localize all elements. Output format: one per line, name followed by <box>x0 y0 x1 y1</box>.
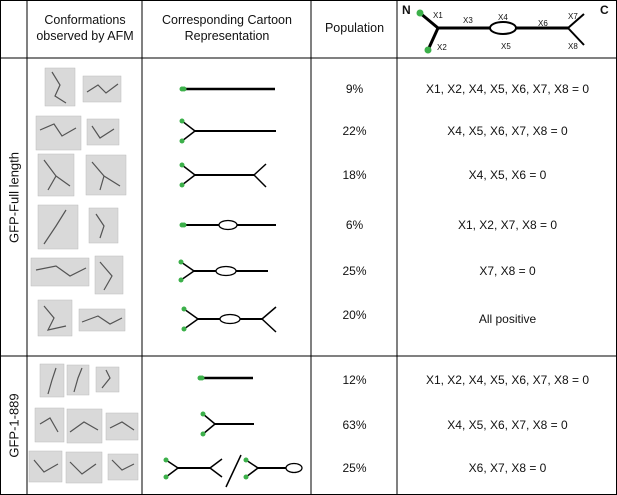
header-afm-line2: observed by AFM <box>36 29 134 43</box>
key-n-label: N <box>402 3 411 17</box>
afm-strand <box>43 209 67 245</box>
header-cartoon-line1: Corresponding Cartoon <box>162 13 292 27</box>
key-x2-label: X2 <box>437 43 447 52</box>
population-row-1: 9% <box>345 82 364 96</box>
population-row-2: 22% <box>342 124 367 138</box>
cartoon-row-3 <box>181 163 267 188</box>
afm-strand <box>91 125 115 139</box>
population-row-7: 12% <box>342 373 367 387</box>
afm-strand <box>47 367 57 395</box>
afm-strand <box>95 213 105 239</box>
afm-strand <box>39 417 59 433</box>
afm-image <box>107 453 139 481</box>
header-afm: Conformations observed by AFM <box>28 12 142 44</box>
cartoon-row-4 <box>182 219 276 231</box>
afm-strand <box>35 265 87 277</box>
afm-strand <box>43 159 71 191</box>
afm-image <box>78 308 126 332</box>
cartoon-row-9 <box>165 454 303 488</box>
header-cartoon: Corresponding Cartoon Representation <box>143 12 311 44</box>
key-x7 <box>567 13 585 29</box>
key-x2 <box>426 27 440 51</box>
afm-strand <box>99 261 113 291</box>
afm-strand <box>91 161 121 191</box>
afm-image <box>37 299 73 337</box>
population-row-9: 25% <box>342 461 367 475</box>
condition-row-5: X7, X8 = 0 <box>479 264 536 278</box>
condition-row-4: X1, X2, X7, X8 = 0 <box>457 218 558 232</box>
afm-image <box>95 366 120 393</box>
key-x3-label: X3 <box>463 16 473 25</box>
afm-image <box>85 154 127 196</box>
condition-row-1: X1, X2, X4, X5, X6, X7, X8 = 0 <box>425 82 590 96</box>
cartoon-row-5 <box>180 261 268 281</box>
population-row-3: 18% <box>342 168 367 182</box>
afm-strand <box>101 369 111 389</box>
population-row-8: 63% <box>342 418 367 432</box>
cartoon-row-2 <box>181 120 276 142</box>
cartoon-row-8 <box>202 413 254 435</box>
header-cartoon-line2: Representation <box>184 29 270 43</box>
afm-strand <box>81 315 123 325</box>
cartoon-row-6 <box>183 306 277 333</box>
key-x4-label: X4 <box>498 13 508 22</box>
afm-image <box>65 451 103 484</box>
header-population: Population <box>324 21 385 35</box>
afm-strand <box>33 459 59 473</box>
afm-image <box>66 408 103 444</box>
afm-strand <box>111 459 135 471</box>
key-x1 <box>419 11 439 30</box>
afm-image <box>35 115 82 151</box>
afm-image <box>105 412 139 441</box>
afm-strand <box>86 83 119 94</box>
condition-row-8: X4, X5, X6, X7, X8 = 0 <box>447 418 568 432</box>
afm-strand <box>51 71 67 104</box>
population-row-4: 6% <box>345 218 364 232</box>
header-afm-line1: Conformations <box>44 13 126 27</box>
key-x5-label: X5 <box>501 42 511 51</box>
afm-strand <box>39 123 77 137</box>
afm-strand <box>69 461 97 475</box>
afm-image <box>86 118 120 146</box>
terminus-dots <box>163 86 249 480</box>
condition-row-7: X1, X2, X4, X5, X6, X7, X8 = 0 <box>425 373 590 387</box>
condition-row-6: All positive <box>478 312 537 326</box>
key-x6-label: X6 <box>538 19 548 28</box>
condition-row-3: X4, X5, X6 = 0 <box>468 168 547 182</box>
key-n-dot <box>416 9 424 17</box>
population-row-5: 25% <box>342 264 367 278</box>
afm-image <box>34 407 65 443</box>
key-c-label: C <box>600 3 609 17</box>
afm-strand <box>109 421 135 431</box>
key-x1-label: X1 <box>433 11 443 20</box>
key-c-dot <box>424 46 432 54</box>
condition-row-9: X6, X7, X8 = 0 <box>468 461 547 475</box>
afm-strand <box>73 367 83 393</box>
population-row-6: 20% <box>342 308 367 322</box>
afm-strand <box>69 421 99 433</box>
condition-row-2: X4, X5, X6, X7, X8 = 0 <box>447 124 568 138</box>
afm-image <box>28 450 63 483</box>
afm-image <box>37 204 79 250</box>
key-x8-label: X8 <box>568 42 578 51</box>
afm-strand <box>43 305 67 331</box>
key-x7-label: X7 <box>568 12 578 21</box>
key-x8 <box>567 27 585 46</box>
